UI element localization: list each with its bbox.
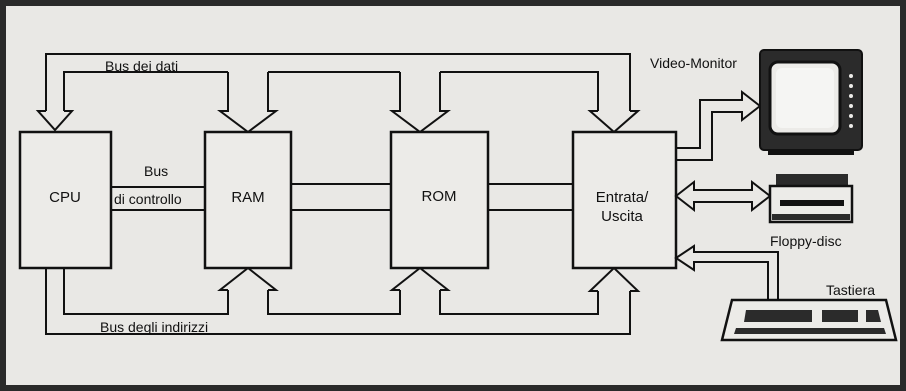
keyboard-icon xyxy=(722,300,896,340)
io-block: Entrata/ Uscita xyxy=(573,132,676,268)
rom-label: ROM xyxy=(422,188,457,205)
io-label-line2: Uscita xyxy=(601,208,643,225)
floppy-label: Floppy-disc xyxy=(770,233,842,249)
keyboard-label: Tastiera xyxy=(826,282,875,298)
control-bus-label-1: Bus xyxy=(144,163,168,179)
monitor-icon xyxy=(760,50,862,155)
keyboard-to-io-arrow xyxy=(676,246,778,300)
ram-label: RAM xyxy=(231,189,264,206)
rom-block: ROM xyxy=(391,132,488,268)
io-label-line1: Entrata/ xyxy=(596,189,649,206)
io-floppy-bidirectional-arrow xyxy=(676,182,770,210)
floppy-drive-icon xyxy=(770,174,852,222)
monitor-label: Video-Monitor xyxy=(650,55,737,71)
ram-block: RAM xyxy=(205,132,291,268)
address-bus-label: Bus degli indirizzi xyxy=(100,319,208,335)
io-to-monitor-arrow xyxy=(676,92,760,160)
control-bus-label-2: di controllo xyxy=(114,191,182,207)
cpu-block: CPU xyxy=(20,132,111,268)
cpu-label: CPU xyxy=(49,189,81,206)
data-bus-label: Bus dei dati xyxy=(105,58,178,74)
